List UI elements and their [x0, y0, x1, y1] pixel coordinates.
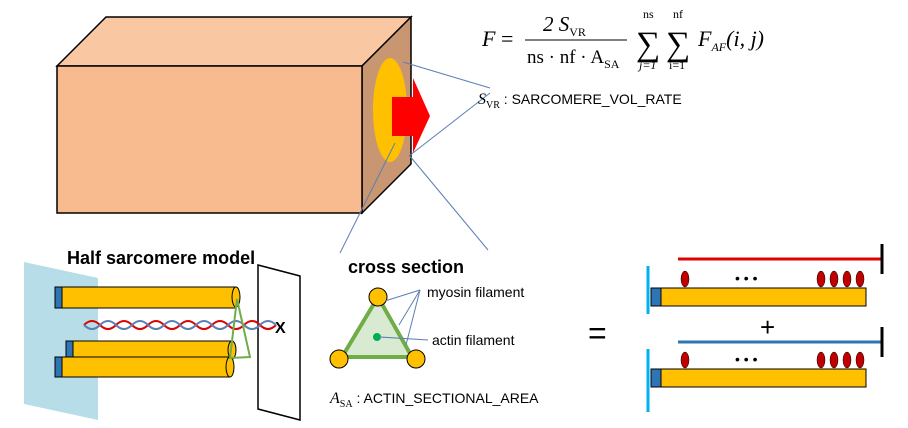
decomposition-top: • • • — [646, 244, 884, 314]
cross-section-diagram — [329, 287, 429, 369]
myosin-node-right — [406, 349, 426, 369]
asa-symbol: A — [329, 390, 340, 407]
actin-helix-blue — [83, 320, 277, 330]
svr-subscript: VR — [486, 100, 500, 111]
formula-term: FAF(i, j) — [697, 26, 764, 54]
myosin-head — [680, 270, 690, 288]
m-line-plate — [257, 264, 301, 421]
box-front-face — [56, 65, 363, 214]
formula-denominator: ns · nf · ASA — [527, 47, 620, 71]
plus-sign: + — [760, 312, 775, 342]
sum-sign-1: ∑ — [636, 26, 660, 63]
sum1-upper: ns — [643, 7, 654, 21]
myosin-head — [842, 270, 852, 288]
asa-subscript: SA — [340, 399, 354, 410]
x-mark: X — [275, 320, 286, 337]
ellipsis-bottom: • • • — [735, 351, 758, 367]
myosin-bar-top — [650, 287, 867, 307]
term-subscript: AF — [710, 40, 726, 54]
filament-end — [225, 356, 235, 378]
svr-label: SVR : SARCOMERE_VOL_RATE — [478, 91, 682, 111]
actin-label: actin filament — [432, 332, 515, 348]
half-sarcomere-model: X — [24, 262, 301, 421]
sum1-lower: j=1 — [637, 58, 656, 72]
green-cross-triangle — [228, 298, 252, 360]
denominator-subscript: SA — [604, 57, 620, 71]
formula-numerator: 2 SVR — [543, 12, 586, 39]
myosin-cap-mid — [65, 340, 74, 360]
sum2-lower: i=1 — [669, 58, 685, 72]
myosin-head — [829, 270, 839, 288]
myosin-head — [855, 270, 865, 288]
half-sarcomere-title: Half sarcomere model — [67, 248, 255, 268]
cross-section-title: cross section — [348, 257, 464, 277]
myosin-head — [842, 351, 852, 369]
myosin-cap-right-top — [650, 287, 662, 307]
equals-sign: = — [588, 315, 607, 351]
myosin-head — [816, 270, 826, 288]
myosin-head — [816, 351, 826, 369]
myosin-filament-bot — [59, 356, 231, 378]
myosin-label: myosin filament — [427, 284, 524, 300]
myosin-node-left — [329, 349, 349, 369]
pointer-lines — [339, 61, 491, 254]
numerator-subscript: VR — [569, 25, 586, 39]
cross-section-pointers — [379, 289, 429, 346]
actin-dot — [373, 333, 381, 341]
myosin-cap-top — [54, 286, 63, 309]
sum-sign-2: ∑ — [666, 26, 690, 63]
actin-triangle — [338, 293, 416, 359]
asa-text: : ACTIN_SECTIONAL_AREA — [353, 390, 540, 406]
svr-text: : SARCOMERE_VOL_RATE — [500, 91, 682, 107]
myosin-head — [829, 351, 839, 369]
box-top-face — [55, 16, 413, 67]
myosin-head — [680, 351, 690, 369]
svr-symbol: S — [478, 91, 486, 108]
ellipsis-top: • • • — [735, 270, 758, 286]
myosin-cap-bot — [54, 356, 63, 378]
myosin-filament-top — [59, 286, 237, 309]
formula-lhs: F — [481, 26, 496, 51]
myosin-node-top — [368, 287, 388, 307]
red-arrow — [392, 78, 430, 153]
term-args: (i, j) — [726, 26, 764, 51]
myosin-cap-right-bottom — [650, 368, 662, 388]
asa-label: ASA : ACTIN_SECTIONAL_AREA — [329, 390, 539, 410]
myosin-bar-bottom — [650, 368, 867, 388]
sarcomere-box — [55, 15, 430, 215]
decomposition-bottom: • • • — [646, 327, 884, 412]
force-formula: F = 2 SVR ns · nf · ASA ∑ ns j=1 ∑ nf i=… — [481, 7, 764, 72]
formula-equals: = — [501, 26, 513, 51]
myosin-head — [855, 351, 865, 369]
sum2-upper: nf — [673, 7, 683, 21]
myosin-filament-mid — [71, 340, 233, 360]
